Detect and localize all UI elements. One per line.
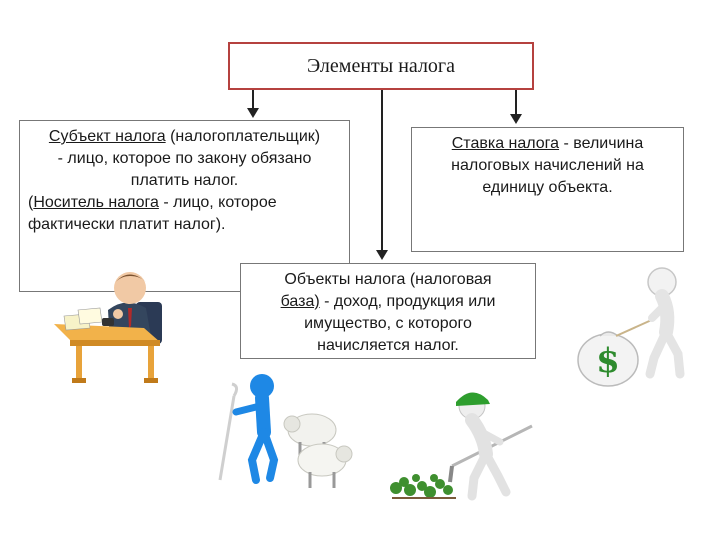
subject-term: Субъект налога (48, 128, 166, 145)
subject-line-3: платить налог. (130, 172, 239, 189)
rate-line-3: единицу объекта. (482, 179, 613, 196)
arrow-to-rate (510, 114, 522, 124)
svg-text:$: $ (596, 341, 620, 381)
shepherd-with-sheep-clipart (218, 374, 353, 488)
rate-box: Ставка налога - величина налоговых начис… (411, 127, 684, 252)
rate-line-1-rest: - величина (559, 135, 644, 152)
rate-term: Ставка налога (451, 135, 560, 152)
subject-line-4: (Носитель налога - лицо, которое (28, 192, 341, 214)
arrow-to-subject (247, 108, 259, 118)
connector-center (381, 90, 383, 250)
subject-paren: ( (28, 194, 34, 211)
figure-dragging-money-bag-clipart: $ (577, 267, 685, 387)
subject-box: Субъект налога (налогоплательщик) - лицо… (19, 120, 350, 292)
subject-line-1-rest: (налогоплательщик) (165, 128, 321, 145)
objects-line-2: база) - доход, продукция или (251, 291, 525, 313)
diagram-title: Элементы налога (306, 54, 456, 77)
objects-line-4: начисляется налог. (317, 337, 459, 354)
farmer-with-hoe-clipart (390, 392, 533, 501)
connector-right (515, 90, 517, 114)
arrow-to-objects (376, 250, 388, 260)
objects-line-3: имущество, с которого (304, 315, 472, 332)
objects-line-1: Объекты налога (налоговая (284, 271, 492, 288)
businessman-at-desk-clipart (54, 272, 162, 383)
subject-line-2: - лицо, которое по закону обязано (57, 150, 312, 167)
objects-base-term: база) (280, 293, 320, 310)
title-box: Элементы налога (228, 42, 534, 90)
connector-left (252, 90, 254, 108)
rate-line-2: налоговых начислений на (451, 157, 644, 174)
carrier-term: Носитель налога (33, 194, 159, 211)
objects-box: Объекты налога (налоговая база) - доход,… (240, 263, 536, 359)
rate-line-1: Ставка налога - величина (422, 133, 673, 155)
subject-line-4-rest: - лицо, которое (158, 194, 277, 211)
objects-line-2-rest: - доход, продукция или (319, 293, 496, 310)
subject-line-1: Субъект налога (налогоплательщик) (28, 126, 341, 148)
subject-line-5: фактически платит налог). (28, 216, 226, 233)
